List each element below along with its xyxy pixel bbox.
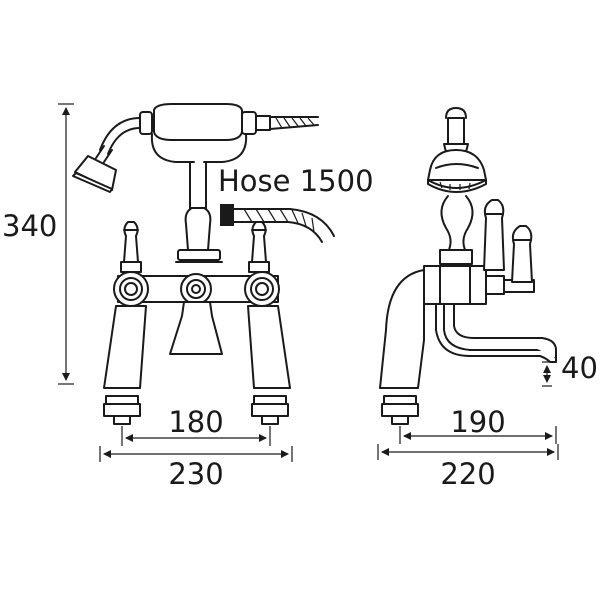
spout-height-label: 40 <box>561 351 598 385</box>
front-width-label: 230 <box>168 457 223 491</box>
side-handset <box>427 107 487 253</box>
handset-handle <box>99 103 271 211</box>
right-handle <box>248 221 270 273</box>
bridge-body <box>113 271 280 307</box>
hose-length-label: Hose 1500 <box>218 164 374 198</box>
left-handle <box>120 221 142 273</box>
side-handle-front <box>511 225 533 283</box>
height-label: 340 <box>2 209 57 243</box>
side-spout <box>435 303 557 363</box>
hose-lower <box>220 204 335 243</box>
side-projection-label: 190 <box>450 405 505 439</box>
left-leg <box>103 305 147 425</box>
front-spout <box>169 301 223 355</box>
front-width-dimension <box>99 446 293 462</box>
side-depth-dimension <box>377 444 559 460</box>
front-view <box>58 103 335 462</box>
handset-head <box>72 145 117 193</box>
right-leg <box>247 305 291 425</box>
side-handle-back <box>483 199 505 271</box>
side-body <box>423 249 535 305</box>
centres-label: 180 <box>168 405 223 439</box>
diverter-lever <box>175 207 223 263</box>
side-pillar <box>379 269 425 425</box>
side-view <box>377 107 559 460</box>
side-depth-label: 220 <box>440 457 495 491</box>
hose-connector <box>220 204 234 226</box>
hose-upper <box>269 116 319 130</box>
centres-dimension <box>121 426 271 446</box>
side-projection-dimension <box>399 426 557 444</box>
spout-height-dimension <box>542 361 552 387</box>
height-dimension <box>58 103 74 385</box>
